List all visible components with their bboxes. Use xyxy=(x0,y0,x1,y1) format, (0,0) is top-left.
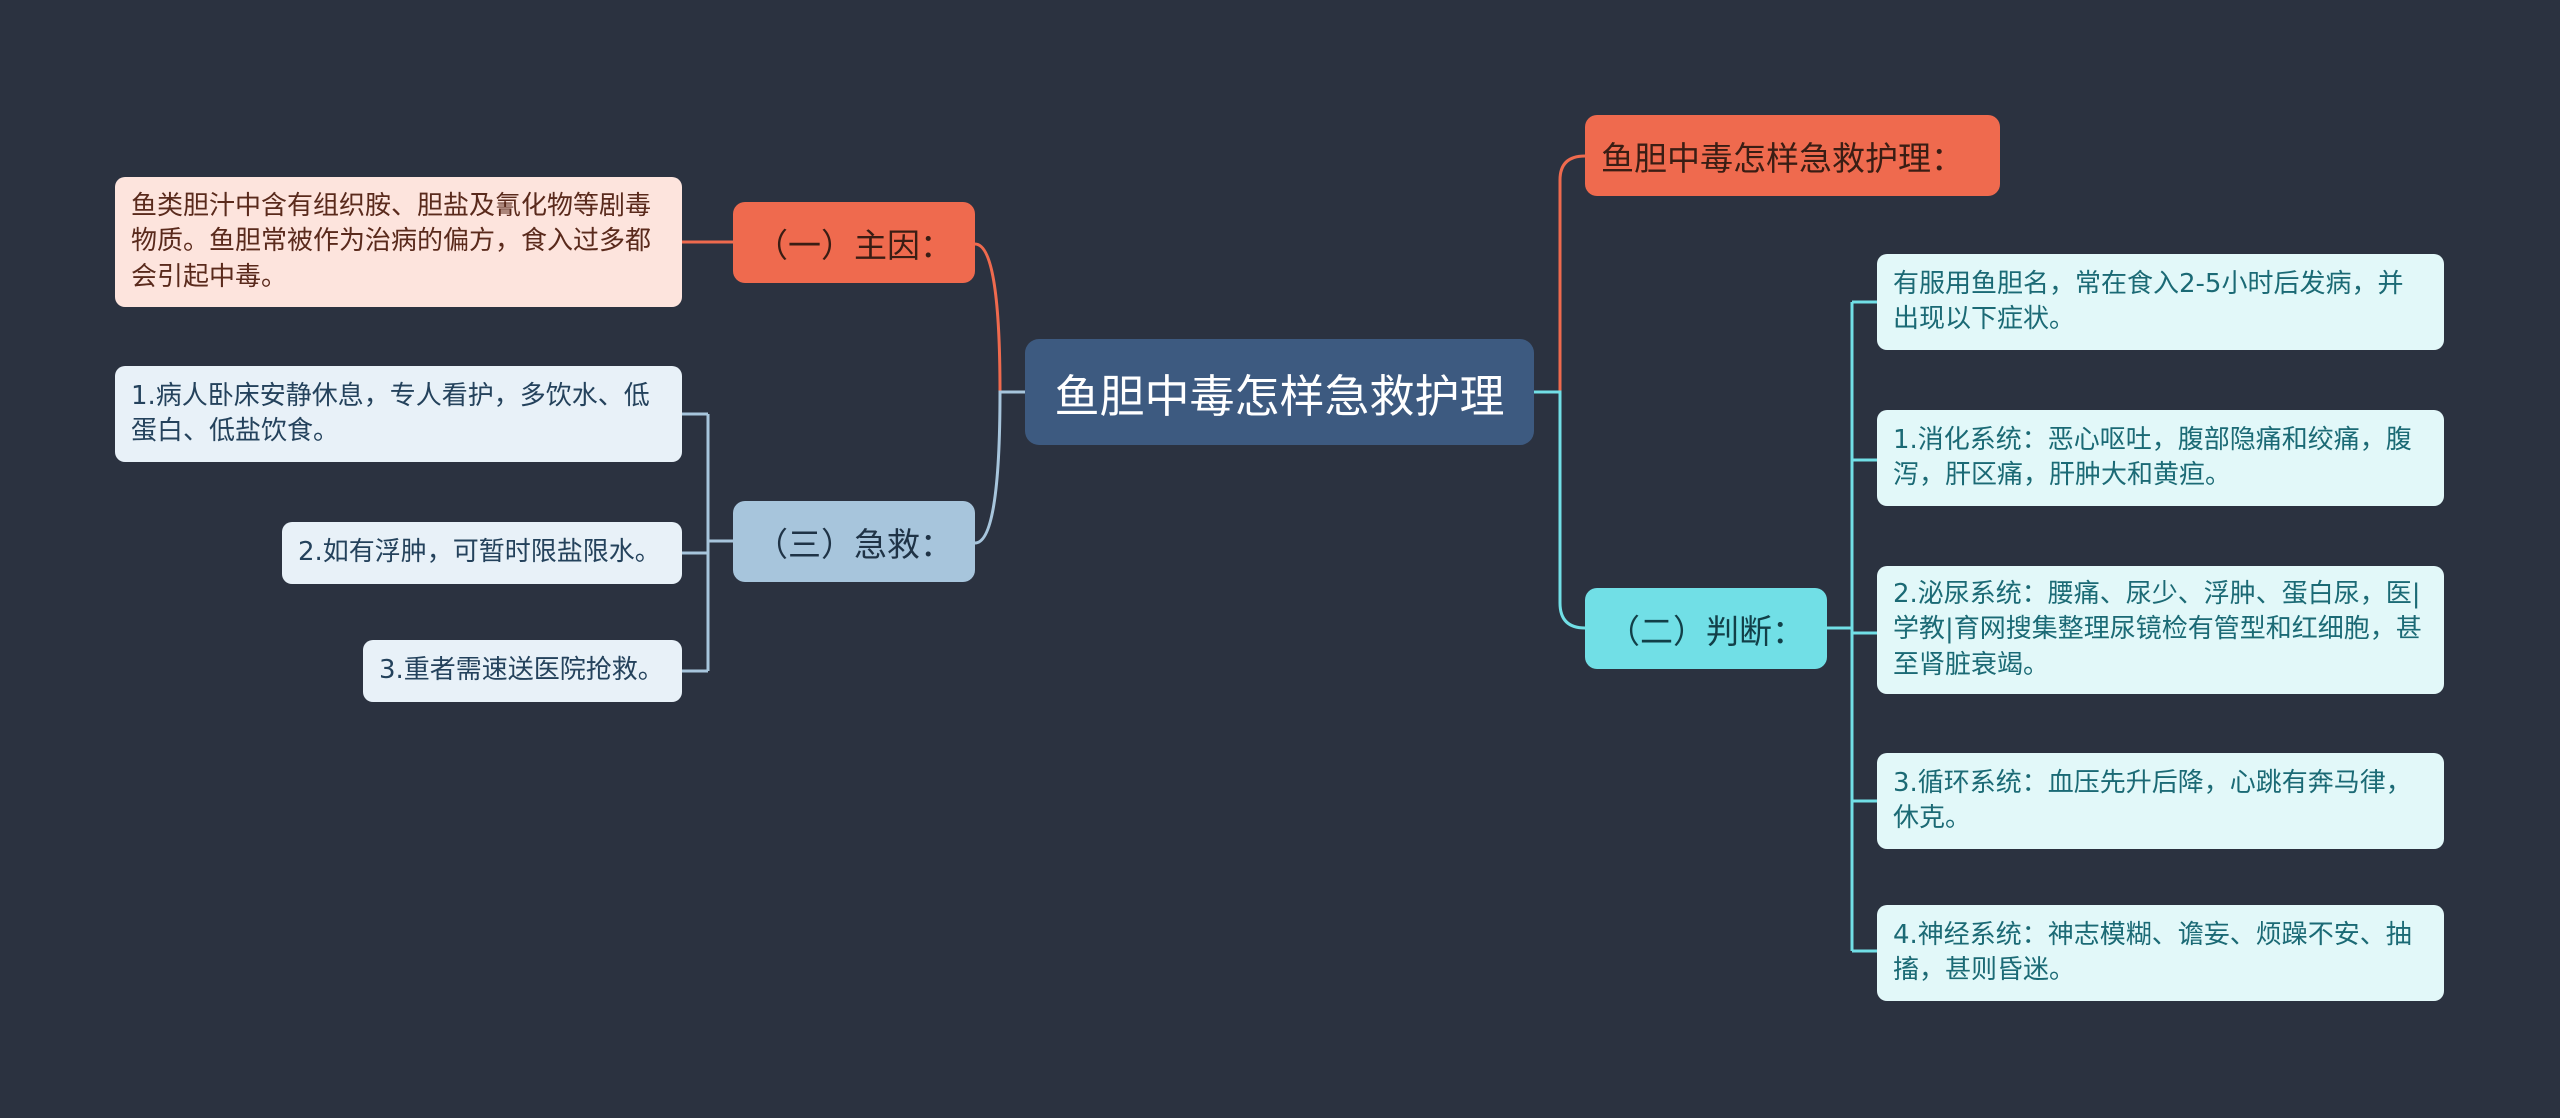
diagnosis-leaf-0[interactable]: 有服用鱼胆名，常在食入2-5小时后发病，并出现以下症状。 xyxy=(1877,254,2444,350)
cause-leaf[interactable]: 鱼类胆汁中含有组织胺、胆盐及氰化物等剧毒物质。鱼胆常被作为治病的偏方，食入过多都… xyxy=(115,177,682,307)
branch-aid[interactable]: （三）急救： xyxy=(733,501,975,582)
link-diagnosis-leaves xyxy=(1827,300,1877,953)
link-root-diagnosis xyxy=(1534,390,1586,630)
aid-leaf-3-text: 3.重者需速送医院抢救。 xyxy=(379,655,664,686)
diagnosis-leaf-4-text: 4.神经系统：神志模糊、谵妄、烦躁不安、抽搐，甚则昏迷。 xyxy=(1893,919,2412,985)
aid-leaf-2-text: 2.如有浮肿，可暂时限盐限水。 xyxy=(298,537,661,568)
root-label: 鱼胆中毒怎样急救护理 xyxy=(1054,369,1505,423)
diagnosis-leaf-2-text: 2.泌尿系统：腰痛、尿少、浮肿、蛋白尿，医|学教|育网搜集整理尿镜检有管型和红细… xyxy=(1893,579,2422,680)
link-aid-leaves xyxy=(682,412,733,673)
link-root-cause xyxy=(974,242,1025,394)
branch-cause-label: （一）主因： xyxy=(755,225,953,265)
root-node[interactable]: 鱼胆中毒怎样急救护理 xyxy=(1025,339,1534,445)
branch-diagnosis[interactable]: （二）判断： xyxy=(1585,588,1827,669)
diagnosis-leaf-4[interactable]: 4.神经系统：神志模糊、谵妄、烦躁不安、抽搐，甚则昏迷。 xyxy=(1877,905,2444,1001)
diagnosis-leaf-2[interactable]: 2.泌尿系统：腰痛、尿少、浮肿、蛋白尿，医|学教|育网搜集整理尿镜检有管型和红细… xyxy=(1877,566,2444,694)
branch-title[interactable]: 鱼胆中毒怎样急救护理： xyxy=(1585,115,2000,196)
diagnosis-leaf-3[interactable]: 3.循环系统：血压先升后降，心跳有奔马律，休克。 xyxy=(1877,753,2444,849)
link-root-aid xyxy=(974,390,1025,545)
aid-leaf-1[interactable]: 1.病人卧床安静休息，专人看护，多饮水、低蛋白、低盐饮食。 xyxy=(115,366,682,462)
branch-aid-label: （三）急救： xyxy=(755,524,953,564)
diagnosis-leaf-3-text: 3.循环系统：血压先升后降，心跳有奔马律，休克。 xyxy=(1893,767,2412,833)
aid-leaf-1-text: 1.病人卧床安静休息，专人看护，多饮水、低蛋白、低盐饮食。 xyxy=(131,380,650,446)
diagnosis-leaf-1-text: 1.消化系统：恶心呕吐，腹部隐痛和绞痛，腹泻，肝区痛，肝肿大和黄疸。 xyxy=(1893,424,2412,490)
aid-leaf-2[interactable]: 2.如有浮肿，可暂时限盐限水。 xyxy=(282,522,682,584)
cause-leaf-text: 鱼类胆汁中含有组织胺、胆盐及氰化物等剧毒物质。鱼胆常被作为治病的偏方，食入过多都… xyxy=(131,191,652,292)
aid-leaf-3[interactable]: 3.重者需速送医院抢救。 xyxy=(363,640,682,702)
link-root-title xyxy=(1534,154,1586,394)
diagnosis-leaf-0-text: 有服用鱼胆名，常在食入2-5小时后发病，并出现以下症状。 xyxy=(1893,268,2404,334)
diagnosis-leaf-1[interactable]: 1.消化系统：恶心呕吐，腹部隐痛和绞痛，腹泻，肝区痛，肝肿大和黄疸。 xyxy=(1877,410,2444,506)
branch-diagnosis-label: （二）判断： xyxy=(1607,611,1805,651)
branch-title-label: 鱼胆中毒怎样急救护理： xyxy=(1601,138,1964,178)
branch-cause[interactable]: （一）主因： xyxy=(733,202,975,283)
